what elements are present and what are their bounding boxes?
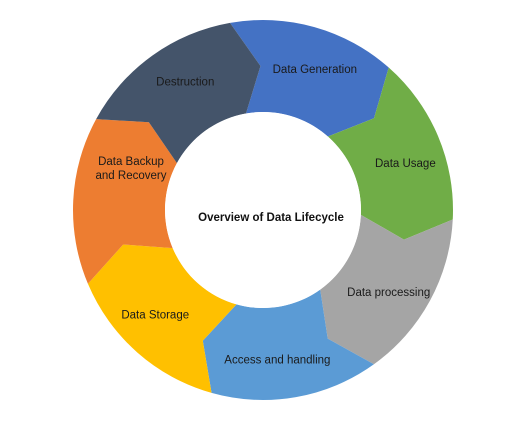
ring-segment (96, 22, 261, 164)
ring-segment (320, 214, 453, 365)
center-disc (165, 112, 361, 308)
ring-segment (87, 244, 237, 393)
ring-segment (73, 119, 177, 284)
segment-label: Data processing (347, 287, 430, 299)
ring-segments (73, 20, 453, 401)
segment-label: Access and handling (224, 354, 330, 366)
ring-segment (327, 67, 453, 240)
ring-segment (230, 20, 389, 137)
center-title: Overview of Data Lifecycle (198, 212, 344, 224)
ring-segment (202, 289, 374, 401)
segment-label: Data Storage (121, 309, 189, 321)
segment-label: Destruction (156, 77, 214, 89)
segment-label: Data Usage (375, 158, 436, 170)
segment-label: Data Generation (273, 64, 357, 76)
